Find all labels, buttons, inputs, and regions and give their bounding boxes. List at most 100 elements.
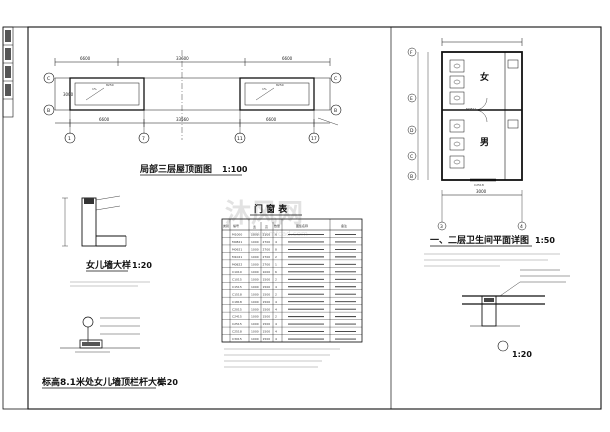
slope-left: 1% (92, 87, 97, 91)
table-cell: 1500 (263, 337, 271, 341)
inner-dim-left: 8250 (106, 83, 114, 87)
table-cell: 2 (275, 277, 277, 281)
table-cell: 2 (275, 315, 277, 319)
table-cell: 1000 (251, 322, 259, 326)
table-cell: 1500 (263, 292, 271, 296)
row-marker-b: B (47, 108, 50, 114)
col-header-note: 备注 (341, 223, 347, 228)
table-cell: 1000 (251, 262, 259, 266)
slope-right: 1% (262, 87, 267, 91)
table-cell: 1000 (251, 233, 259, 237)
col-marker-11: 11 (237, 136, 243, 142)
table-cell: 4 (275, 240, 277, 244)
railing-labels: 标高8.1米处女儿墙顶栏杆大样 1:20 (41, 376, 178, 389)
table-cell: 1500 (263, 307, 271, 311)
table-cell: 2100 (263, 233, 271, 237)
parapet-title: 女儿墙大样 (86, 259, 131, 271)
parapet-labels: 女儿墙大样 1:20 (70, 259, 152, 287)
table-cell: 1000 (251, 292, 259, 296)
table-cell: 4 (275, 285, 277, 289)
table-cell: 1000 (251, 315, 259, 319)
col-header-width: 宽 (253, 224, 256, 229)
toilet-row-b: B (410, 174, 413, 180)
table-cell: 1500 (263, 330, 271, 334)
table-cell: 1000 (251, 248, 259, 252)
table-cell: 6 (275, 233, 277, 237)
roof-plan (43, 50, 342, 144)
table-cell: 4 (275, 300, 277, 304)
toilet-dim-bottom: 3000 (476, 189, 487, 194)
toilet-plan (407, 38, 527, 231)
table-cell: M1021 (232, 255, 242, 259)
table-cell: 1000 (251, 285, 259, 289)
col-header-height: 高 (265, 224, 268, 229)
table-cell: C2015 (232, 307, 242, 311)
table-cell: 1500 (263, 315, 271, 319)
table-cell: 1000 (251, 270, 259, 274)
table-cell: 8 (275, 248, 277, 252)
binding-strip (2, 26, 29, 410)
table-cell: 1000 (251, 300, 259, 304)
roof-plan-scale: 1:100 (222, 165, 248, 174)
col-header-type: 类别 (223, 223, 229, 228)
room-male: 男 (480, 137, 489, 148)
window-code: C2518 (474, 183, 484, 187)
roof-plan-title: 局部三层屋顶面图 (140, 163, 212, 175)
watermark-logo: 沐风网 (225, 199, 303, 229)
col-header-atlas: 图集名称 (296, 223, 308, 228)
table-cell: 4 (275, 337, 277, 341)
table-cell: M0821 (232, 240, 242, 244)
toilet-scale: 1:50 (535, 236, 555, 245)
table-cell: M1000 (232, 233, 242, 237)
col-marker-1: 1 (68, 136, 71, 142)
table-cell: 1000 (251, 330, 259, 334)
table-cell: C1818 (232, 300, 242, 304)
toilet-row-e: E (410, 96, 413, 102)
railing-scale: 1:20 (158, 378, 178, 387)
table-cell: 4 (275, 330, 277, 334)
toilet-row-c: C (410, 154, 413, 160)
sill-labels: 1:20 (512, 350, 532, 359)
sill-detail (462, 269, 570, 352)
dim-bottom-left: 6600 (99, 117, 110, 122)
row-marker-b-right: B (334, 108, 337, 114)
table-cell: 2700 (263, 255, 271, 259)
col-header-qty: 数量 (274, 223, 280, 228)
col-marker-7: 7 (142, 136, 145, 142)
toilet-labels: 女 男 M0821 C2518 3000 F E D C B 3 4 一、二层卫… (410, 50, 555, 247)
table-cell: 2 (275, 292, 277, 296)
room-female: 女 (480, 71, 489, 83)
table-cell: 1500 (263, 285, 271, 289)
table-cell: 1500 (263, 300, 271, 304)
inner-dim-right: 8250 (276, 83, 284, 87)
toilet-row-d: D (410, 128, 414, 134)
table-cell: C3015 (232, 337, 242, 341)
table-cell: 1 (275, 262, 277, 266)
table-cell: C1010 (232, 270, 242, 274)
toilet-title: 一、二层卫生间平面详图 (430, 234, 529, 246)
table-cell: 2 (275, 255, 277, 259)
table-cell: 2700 (263, 240, 271, 244)
table-cell: 1000 (251, 240, 259, 244)
table-cell: C1515 (232, 285, 242, 289)
table-cell: C2518 (232, 330, 242, 334)
table-title: 门 窗 表 (254, 203, 288, 215)
table-cell: C1518 (232, 292, 242, 296)
table-cell: 4 (275, 307, 277, 311)
table-cell: 4 (275, 322, 277, 326)
watermark-url: www.mfcad.com (250, 230, 308, 238)
sill-scale: 1:20 (512, 350, 532, 359)
table-cell: 1500 (263, 277, 271, 281)
table-cell: 1000 (251, 337, 259, 341)
door-code: M0821 (466, 107, 476, 111)
dim-vertical: 3000 (63, 92, 74, 97)
dim-mid: 33600 (176, 56, 189, 61)
table-cell: M0822 (232, 262, 242, 266)
parapet-scale: 1:20 (132, 261, 152, 270)
table-cell: 1000 (251, 277, 259, 281)
railing-title: 标高8.1米处女儿墙顶栏杆大样 (41, 376, 166, 388)
dim-right: 6600 (282, 56, 293, 61)
